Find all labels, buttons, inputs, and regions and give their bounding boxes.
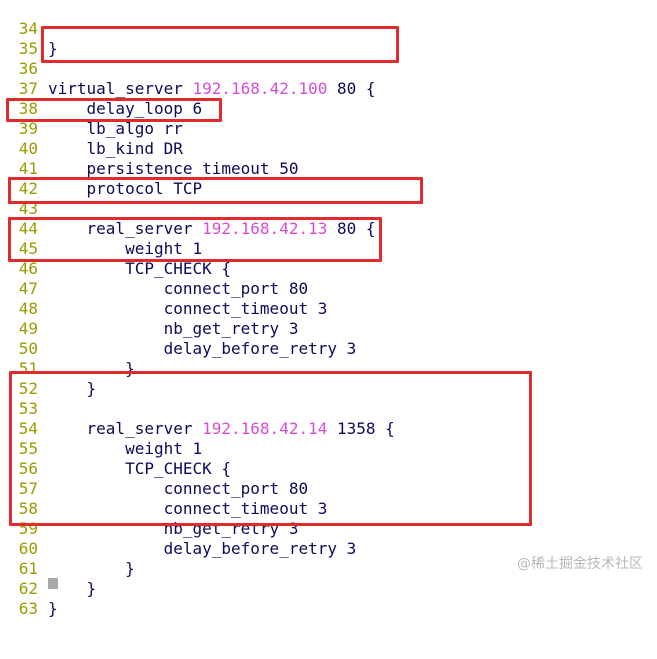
code-line-60: 60 }: [0, 519, 135, 578]
line-text: persistence_timeout 50: [48, 159, 299, 178]
line-number: 54: [18, 419, 38, 438]
line-number: 56: [18, 459, 38, 478]
line-number: 50: [18, 339, 38, 358]
line-text: lb_algo rr: [48, 119, 183, 138]
ip-address: 192.168.42.13: [202, 219, 328, 238]
ip-address: 192.168.42.100: [192, 79, 328, 98]
line-text: }: [48, 379, 97, 398]
code-line-57: 57 connect_timeout 3: [0, 459, 328, 518]
watermark: @稀土掘金技术社区: [517, 556, 643, 572]
code-line-40: 40 persistence_timeout 50: [0, 119, 299, 178]
line-number: 48: [18, 299, 38, 318]
line-number: 60: [18, 539, 38, 558]
code-line-44: 44 weight 1: [0, 199, 202, 258]
line-number: 63: [18, 599, 38, 618]
line-number: 39: [18, 119, 38, 138]
line-number: 49: [18, 319, 38, 338]
code-line-45: 45 TCP_CHECK {: [0, 219, 231, 278]
code-line-62: 62 }: [0, 559, 58, 618]
code-line-52: 52: [0, 359, 39, 398]
line-text: connect_timeout 3: [48, 299, 328, 318]
code-editor[interactable]: 34 } 35 36 virtual_server 192.168.42.100…: [0, 0, 657, 618]
code-line-35: 35: [0, 19, 39, 58]
line-text: virtual_server 192.168.42.100 80 {: [48, 79, 376, 98]
code-line-39: 39 lb_kind DR: [0, 99, 183, 158]
line-text: nb_get_retry 3: [48, 319, 299, 338]
line-number: 44: [18, 219, 38, 238]
line-text: weight 1: [48, 439, 203, 458]
line-text: TCP_CHECK {: [48, 259, 232, 278]
line-number: 45: [18, 239, 38, 258]
code-line-37: 37 delay_loop 6: [0, 59, 202, 118]
code-line-42: 42: [0, 159, 39, 198]
code-line-54: 54 weight 1: [0, 399, 202, 458]
line-number: 55: [18, 439, 38, 458]
code-line-53: 53 real_server 192.168.42.14 1358 {: [0, 379, 395, 438]
line-number: 58: [18, 499, 38, 518]
ip-address: 192.168.42.14: [202, 419, 328, 438]
line-text: real_server 192.168.42.13 80 {: [48, 219, 376, 238]
code-line-38: 38 lb_algo rr: [0, 79, 183, 138]
line-text: TCP_CHECK {: [48, 459, 232, 478]
code-line-43: 43 real_server 192.168.42.13 80 {: [0, 179, 376, 238]
code-line-41: 41 protocol TCP: [0, 139, 202, 198]
line-number: 38: [18, 99, 38, 118]
line-number: 42: [18, 179, 38, 198]
line-number: 40: [18, 139, 38, 158]
code-line-55: 55 TCP_CHECK {: [0, 419, 231, 478]
line-number: 47: [18, 279, 38, 298]
line-text: protocol TCP: [48, 179, 203, 198]
code-line-51: 51 }: [0, 339, 96, 398]
code-line-36: 36 virtual_server 192.168.42.100 80 {: [0, 39, 376, 98]
line-text: }: [48, 359, 135, 378]
line-text: delay_before_retry 3: [48, 539, 357, 558]
line-number: 52: [18, 379, 38, 398]
line-number: 34: [18, 19, 38, 38]
line-text: connect_port 80: [48, 479, 309, 498]
line-number: 57: [18, 479, 38, 498]
line-number: 41: [18, 159, 38, 178]
code-line-49: 49 delay_before_retry 3: [0, 299, 357, 358]
code-line-46: 46 connect_port 80: [0, 239, 308, 298]
line-text: }: [48, 599, 58, 618]
code-line-58: 58 nb_get_retry 3: [0, 479, 299, 538]
line-text: connect_port 80: [48, 279, 309, 298]
line-text: }: [48, 559, 135, 578]
line-number: 61: [18, 559, 38, 578]
line-number: 46: [18, 259, 38, 278]
code-line-47: 47 connect_timeout 3: [0, 259, 328, 318]
code-line-63: 63: [0, 579, 39, 618]
code-line-59: 59 delay_before_retry 3: [0, 499, 357, 558]
line-text: delay_before_retry 3: [48, 339, 357, 358]
code-line-61: 61 }: [0, 539, 96, 598]
line-text: }: [48, 39, 58, 58]
line-number: 37: [18, 79, 38, 98]
code-line-50: 50 }: [0, 319, 135, 378]
line-text: nb_get_retry 3: [48, 519, 299, 538]
line-text: real_server 192.168.42.14 1358 {: [48, 419, 395, 438]
line-text: lb_kind DR: [48, 139, 183, 158]
text-cursor: [48, 578, 58, 589]
code-line-34: 34 }: [0, 0, 58, 58]
code-line-48: 48 nb_get_retry 3: [0, 279, 299, 338]
line-number: 53: [18, 399, 38, 418]
code-line-56: 56 connect_port 80: [0, 439, 308, 498]
line-text: weight 1: [48, 239, 203, 258]
line-number: 35: [18, 39, 38, 58]
line-number: 36: [18, 59, 38, 78]
line-text: connect_timeout 3: [48, 499, 328, 518]
line-text: delay_loop 6: [48, 99, 203, 118]
